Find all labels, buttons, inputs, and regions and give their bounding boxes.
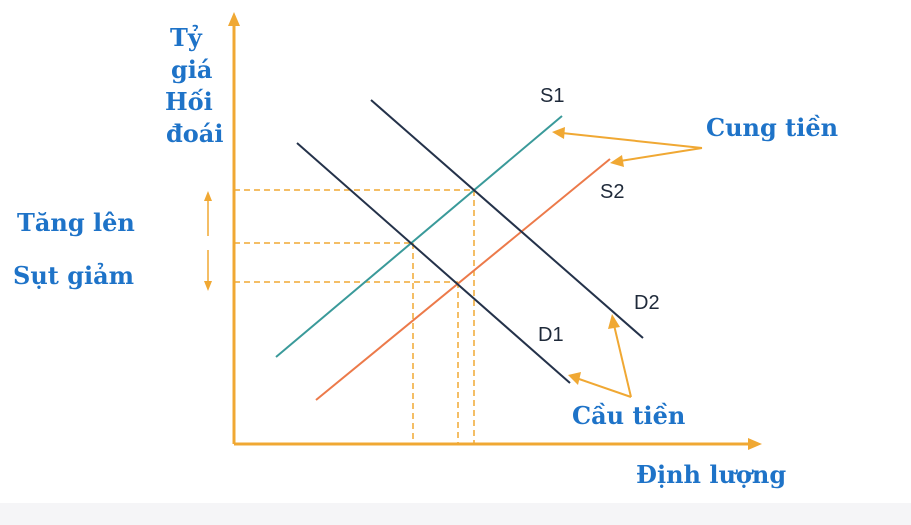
curve-s1: [275, 115, 563, 358]
label-d2: D2: [634, 292, 660, 314]
label-s2: S2: [600, 181, 625, 203]
y-axis-label-line-2: giá: [171, 55, 213, 84]
increase-label: Tăng lên: [17, 208, 135, 237]
supply-callout-label: Cung tiền: [706, 113, 839, 142]
label-d1: D1: [538, 324, 564, 346]
axes: [228, 12, 762, 450]
guide-lines: [234, 189, 475, 444]
supply-callout-arrows: [552, 127, 703, 167]
decrease-label: Sụt giảm: [13, 261, 135, 290]
demand-callout-arrows: [568, 314, 632, 398]
y-axis-label-line-4: đoái: [166, 119, 224, 148]
side-arrows: [204, 191, 212, 291]
curve-d2: [370, 99, 644, 339]
demand-callout-label: Cầu tiền: [572, 401, 686, 430]
y-axis-label-line-3: Hối: [165, 87, 213, 116]
curve-s2: [315, 158, 611, 401]
label-s1: S1: [540, 85, 565, 107]
x-axis-arrowhead: [748, 438, 762, 450]
y-axis-arrowhead: [228, 12, 240, 26]
footer-band: [0, 503, 911, 525]
y-axis-label-line-1: Tỷ: [170, 23, 202, 52]
curve-d1: [296, 142, 571, 384]
x-axis-label: Định lượng: [636, 460, 787, 489]
